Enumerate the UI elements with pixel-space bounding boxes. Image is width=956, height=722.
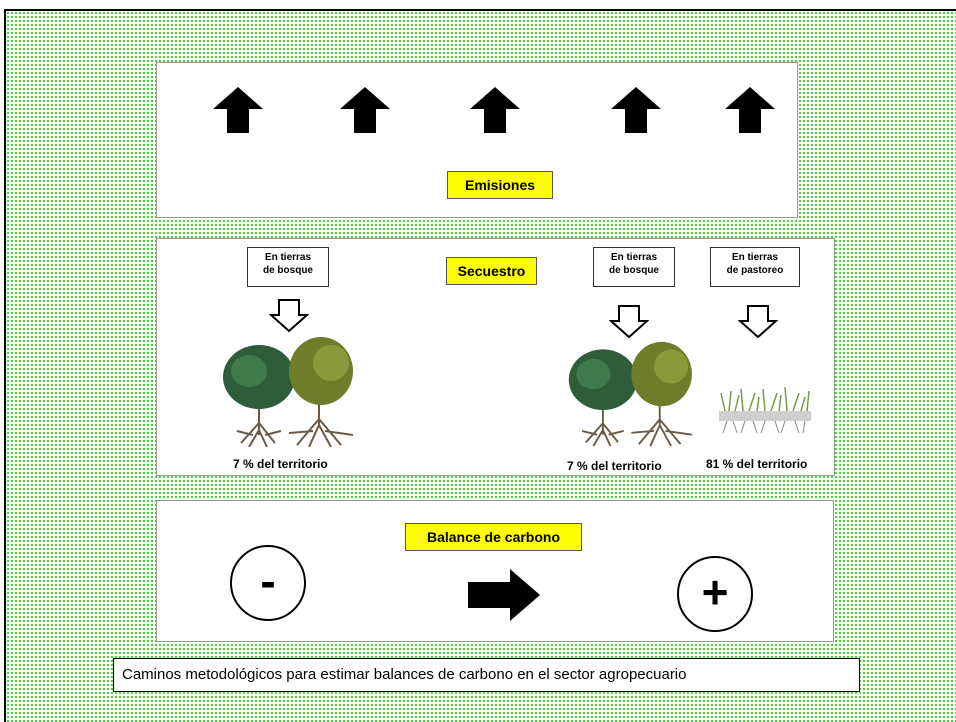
balance-panel: Balance de carbono - + xyxy=(156,500,834,642)
forest-trees-icon xyxy=(568,341,693,447)
down-hollow-arrow-icon xyxy=(609,305,649,339)
coverage-label: 7 % del territorio xyxy=(233,457,328,471)
up-arrow-icon xyxy=(470,87,520,133)
land-type-line2: de pastoreo xyxy=(726,265,784,276)
balance-label: Balance de carbono xyxy=(405,523,582,551)
positive-circle: + xyxy=(677,556,753,632)
emissions-panel: Emisiones xyxy=(156,62,798,218)
land-type-line2: de bosque xyxy=(262,265,313,276)
up-arrow-icon xyxy=(213,87,263,133)
up-arrow-icon xyxy=(611,87,661,133)
land-type-line1: En tierras xyxy=(264,252,312,263)
coverage-label: 81 % del territorio xyxy=(706,457,808,471)
up-arrow-icon xyxy=(340,87,390,133)
coverage-label: 7 % del territorio xyxy=(567,459,662,473)
land-type-line2: de bosque xyxy=(608,265,659,276)
forest-trees-icon xyxy=(223,337,354,447)
up-arrow-icon xyxy=(725,87,775,133)
sequestration-label: Secuestro xyxy=(446,257,537,285)
land-type-line1: En tierras xyxy=(610,252,658,263)
diagram-caption: Caminos metodológicos para estimar balan… xyxy=(113,658,860,692)
sequestration-panel: Secuestro En tierras de bosque 7 % del t… xyxy=(156,238,835,476)
land-type-box: En tierras de pastoreo xyxy=(710,247,800,287)
grassland-icon xyxy=(719,387,811,434)
land-type-box: En tierras de bosque xyxy=(247,247,329,287)
right-arrow-icon xyxy=(468,569,540,621)
emissions-label: Emisiones xyxy=(447,171,553,199)
negative-circle: - xyxy=(230,545,306,621)
down-hollow-arrow-icon xyxy=(269,299,309,333)
land-type-line1: En tierras xyxy=(731,252,779,263)
land-type-box: En tierras de bosque xyxy=(593,247,675,287)
down-hollow-arrow-icon xyxy=(738,305,778,339)
